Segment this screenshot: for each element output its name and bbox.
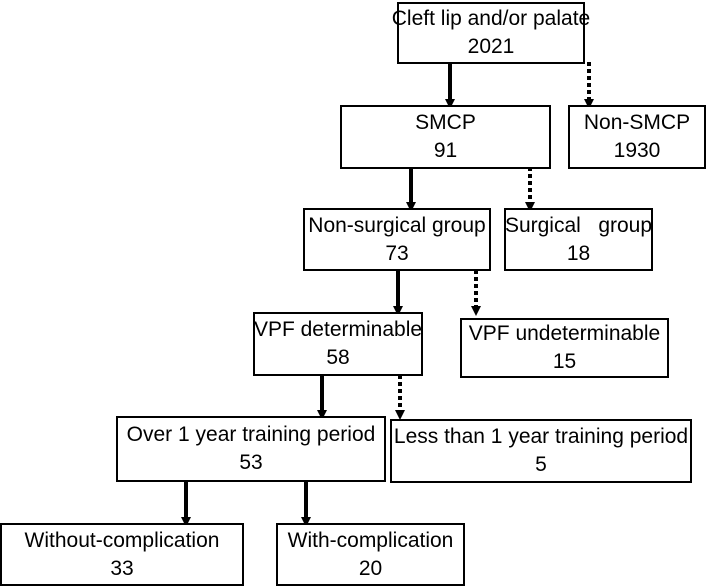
node-over-1-year-training: Over 1 year training period 53: [116, 416, 386, 482]
node-count: 18: [566, 241, 591, 265]
node-count: 15: [552, 350, 577, 373]
node-smcp: SMCP 91: [340, 105, 551, 169]
node-cleft-lip-palate: Cleft lip and/or palate 2021: [392, 2, 590, 64]
node-count: 33: [110, 556, 134, 580]
node-vpf-determinable: VPF determinable 58: [253, 312, 423, 376]
node-vpf-undeterminable: VPF undeterminable 15: [460, 318, 669, 378]
node-count: 1930: [613, 139, 661, 162]
node-without-complication: Without-complication 33: [0, 523, 244, 586]
node-label: Less than 1 year training period: [393, 425, 689, 448]
node-with-complication: With-complication 20: [276, 523, 465, 586]
node-count: 73: [385, 241, 409, 265]
node-label: Non-SMCP: [583, 111, 691, 134]
node-count: 53: [239, 451, 263, 474]
node-count: 2021: [467, 35, 515, 58]
node-label: VPF determinable: [253, 318, 423, 341]
node-label: Without-complication: [24, 528, 220, 552]
node-label: With-complication: [287, 528, 454, 552]
node-count: 91: [433, 139, 458, 162]
node-count: 58: [326, 346, 350, 369]
node-label: Over 1 year training period: [126, 423, 376, 446]
node-non-smcp: Non-SMCP 1930: [568, 105, 706, 169]
node-count: 5: [535, 453, 547, 476]
node-count: 20: [358, 556, 383, 580]
node-label: SMCP: [415, 111, 476, 134]
node-label: Cleft lip and/or palate: [391, 7, 591, 30]
node-label: Non-surgical group: [308, 213, 486, 237]
node-label: Surgical group: [504, 213, 653, 237]
node-label: VPF undeterminable: [468, 322, 661, 345]
node-surgical-group: Surgical group 18: [504, 208, 653, 271]
node-non-surgical-group: Non-surgical group 73: [303, 208, 491, 271]
node-less-1-year-training: Less than 1 year training period 5: [390, 419, 692, 483]
